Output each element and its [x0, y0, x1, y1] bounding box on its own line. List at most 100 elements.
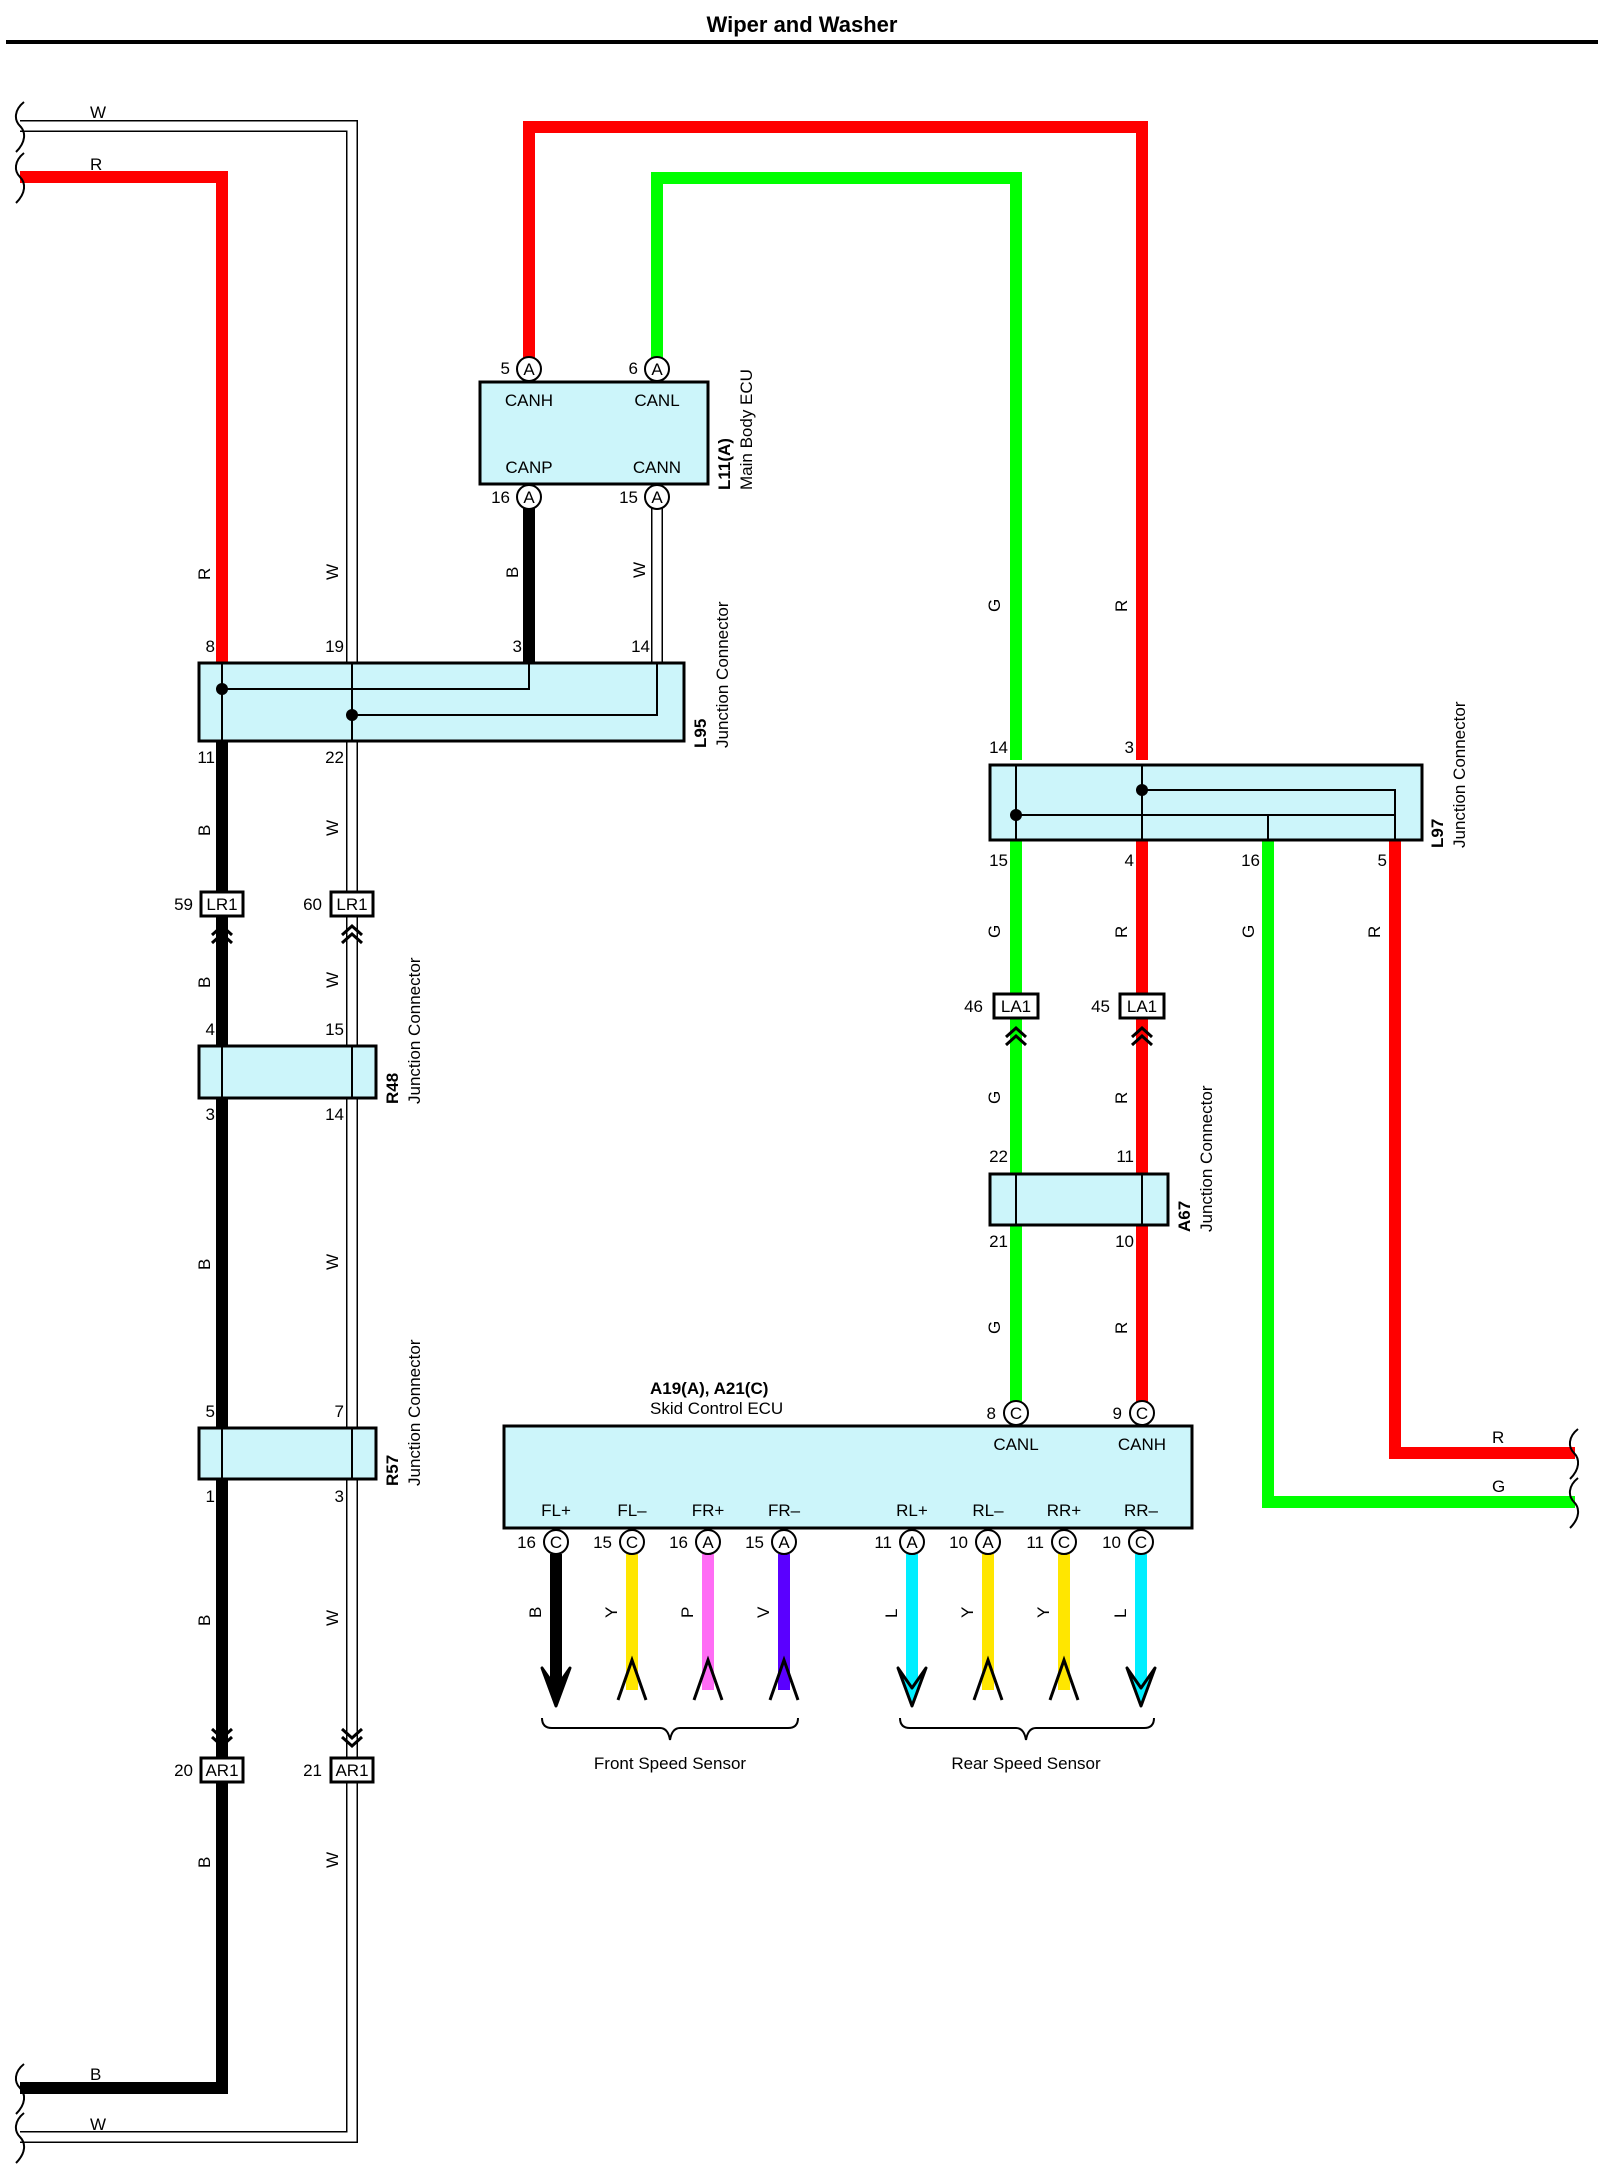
wire-label-g: G [985, 925, 1004, 938]
skid-label-canl: CANL [993, 1435, 1038, 1454]
wire-label-w-left: W [323, 564, 342, 580]
l95-pin: 22 [325, 748, 344, 767]
wire-label-skid-2: Y [602, 1607, 621, 1618]
l95-code: L95 [691, 719, 710, 748]
rear-sensor-brace [899, 1717, 1155, 1741]
skid-pin-num: 10 [1102, 1533, 1121, 1552]
arrow-down-icon [540, 1666, 572, 1708]
r57-pin: 1 [206, 1487, 215, 1506]
r48-pin: 4 [206, 1020, 215, 1039]
wire-r-out-right [1389, 840, 1575, 1459]
ecu-pin-conn: A [523, 488, 535, 507]
l95-junction-dot [346, 709, 358, 721]
wire-label-b-left: B [195, 977, 214, 988]
skid-pin-circle [1128, 1529, 1154, 1555]
skid-label-canh: CANH [1118, 1435, 1166, 1454]
arrow-up-icon [692, 1655, 724, 1701]
l97-pin: 16 [1241, 851, 1260, 870]
skid-pin-num: 11 [874, 1533, 892, 1552]
skid-bottom-pins: C16FL+C15FL–A16FR+A15FR–A11RL+A10RL–C11R… [517, 1501, 1159, 1555]
skid-pin-circle [619, 1529, 645, 1555]
r48-name: Junction Connector [405, 957, 424, 1104]
wire-label-g-top: G [985, 599, 1004, 612]
wire-label-w-top: W [90, 103, 106, 122]
ecu-label-cann: CANN [633, 458, 681, 477]
skid-pin-num: 11 [1026, 1533, 1044, 1552]
wire-label-w-bottom: W [90, 2115, 106, 2134]
wire-label-r-top: R [90, 155, 102, 174]
l95-pin: 3 [513, 637, 522, 656]
wire-b-left [20, 741, 228, 2094]
wire-label-skid-3: P [678, 1607, 697, 1618]
wire-label-g-out: G [1492, 1477, 1505, 1496]
skid-pin-num: 10 [949, 1533, 968, 1552]
skid-ecu-box [502, 1424, 1194, 1530]
front-sensor-label: Front Speed Sensor [594, 1754, 746, 1773]
skid-pin-label: RL– [972, 1501, 1004, 1520]
lr1-name: LR1 [206, 895, 237, 914]
ar1-name: AR1 [205, 1761, 238, 1780]
skid-pin-label: RR– [1124, 1501, 1159, 1520]
r48-pin: 3 [206, 1105, 215, 1124]
wire-label-r: R [1112, 1322, 1131, 1334]
r57-pin: 3 [335, 1487, 344, 1506]
ecu-code: L11(A) [715, 438, 734, 490]
a67-pin: 11 [1116, 1147, 1134, 1166]
wire-label-w-left: W [323, 1254, 342, 1270]
skid-pin-label: RR+ [1047, 1501, 1082, 1520]
wire-label-r-top-right: R [1112, 600, 1131, 612]
wire-label-w-left: W [323, 1610, 342, 1626]
lr1-pin: 59 [174, 895, 193, 914]
l97-pin: 14 [989, 738, 1008, 757]
ecu-pin-conn: A [523, 360, 535, 379]
arrow-down-icon [1125, 1666, 1157, 1708]
skid-pin-num: 16 [517, 1533, 536, 1552]
wire-r-left [20, 171, 228, 663]
wire-label-r: R [1112, 926, 1131, 938]
skid-pin-label: RL+ [896, 1501, 928, 1520]
ecu-pin-conn: A [651, 360, 663, 379]
l97-pin: 5 [1378, 851, 1387, 870]
l95-internal-lines [221, 663, 658, 741]
skid-pin-conn: C [1135, 1533, 1147, 1552]
la1-name: LA1 [1127, 997, 1157, 1016]
skid-pin-num: 15 [593, 1533, 612, 1552]
wire-label-b-left: B [195, 1259, 214, 1270]
skid-top-pin-conn: C [1136, 1404, 1148, 1423]
ecu-label-canp: CANP [505, 458, 552, 477]
ecu-label-canl: CANL [634, 391, 679, 410]
ecu-pin-conn: A [651, 488, 663, 507]
r57-box [197, 1426, 378, 1481]
skid-pin-num: 16 [669, 1533, 688, 1552]
ecu-pin-num: 15 [619, 488, 638, 507]
l95-pin: 8 [206, 637, 215, 656]
a67-pin: 10 [1115, 1232, 1134, 1251]
ecu-label-canh: CANH [505, 391, 553, 410]
wire-label-skid-8: L [1111, 1609, 1130, 1618]
a67-code: A67 [1175, 1201, 1194, 1232]
skid-pin-conn: A [906, 1533, 918, 1552]
arrow-up-icon [972, 1655, 1004, 1701]
wire-label-b-canp: B [503, 567, 522, 578]
skid-pin-label: FR+ [692, 1501, 725, 1520]
lr1-name: LR1 [336, 895, 367, 914]
arrow-up-icon [1048, 1655, 1080, 1701]
wire-label-skid-1: B [526, 1607, 545, 1618]
wire-label-skid-7: Y [1034, 1607, 1053, 1618]
skid-top-pin-num: 9 [1113, 1404, 1122, 1423]
ecu-pin-num: 5 [501, 359, 510, 378]
wire-label-r: R [1112, 1092, 1131, 1104]
ecu-name: Main Body ECU [737, 369, 756, 490]
arrow-up-icon [616, 1655, 648, 1701]
lr1-pin: 60 [303, 895, 322, 914]
skid-pin-circle [695, 1529, 721, 1555]
l95-junction-dot [216, 683, 228, 695]
skid-pin-conn: A [702, 1533, 714, 1552]
skid-pin-conn: C [626, 1533, 638, 1552]
l95-pin: 11 [197, 748, 215, 767]
wire-label-b-left: B [195, 1857, 214, 1868]
skid-pin-conn: C [550, 1533, 562, 1552]
r57-name: Junction Connector [405, 1339, 424, 1486]
